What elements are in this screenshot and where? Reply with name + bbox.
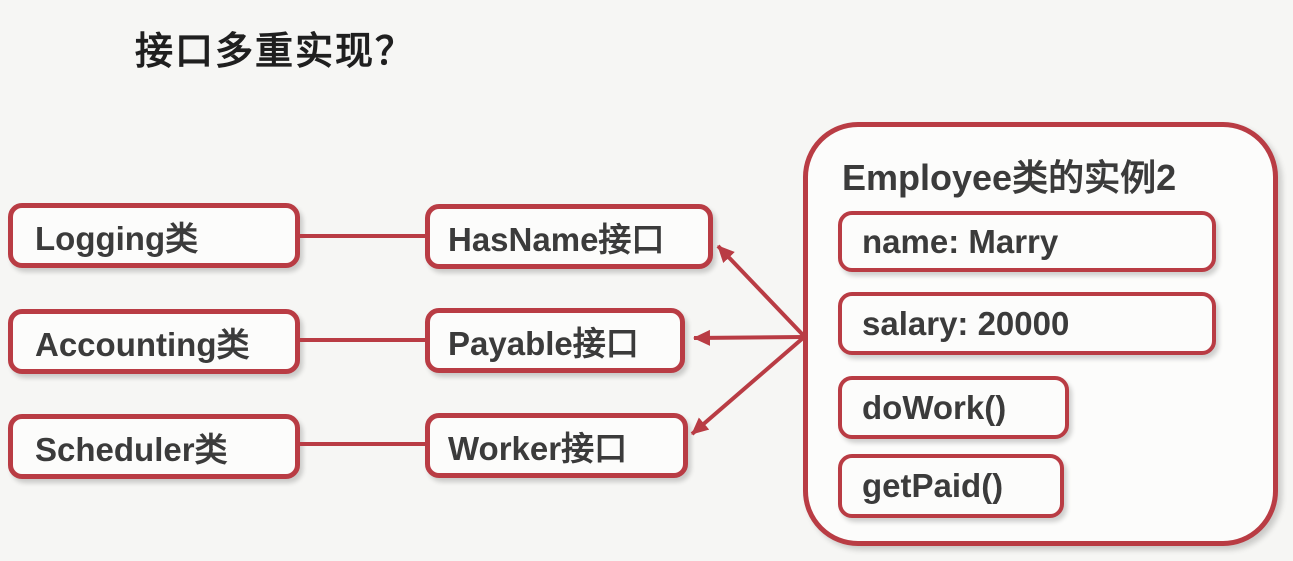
arrow-instance-hasname — [716, 244, 805, 337]
class-label: Scheduler类 — [35, 430, 228, 468]
arrow-instance-worker — [690, 336, 805, 436]
field-box-name: name: Marry — [838, 211, 1216, 272]
class-box-accounting: Accounting类 — [8, 309, 300, 374]
field-label: name: Marry — [862, 222, 1059, 260]
method-box-dowork: doWork() — [838, 376, 1069, 439]
interface-label: HasName接口 — [448, 220, 665, 258]
field-label: salary: 20000 — [862, 304, 1070, 342]
interface-box-payable: Payable接口 — [425, 308, 685, 373]
interface-label: Payable接口 — [448, 324, 639, 362]
interface-box-hasname: HasName接口 — [425, 204, 713, 269]
class-box-logging: Logging类 — [8, 203, 300, 268]
arrow-instance-payable — [693, 329, 804, 346]
class-box-scheduler: Scheduler类 — [8, 414, 300, 479]
field-box-salary: salary: 20000 — [838, 292, 1216, 355]
method-label: getPaid() — [862, 467, 1004, 504]
instance-title: Employee类的实例2 — [842, 157, 1177, 198]
employee-instance-box: Employee类的实例2 name: Marry salary: 20000 … — [803, 122, 1278, 546]
method-box-getpaid: getPaid() — [838, 454, 1064, 518]
class-label: Logging类 — [35, 219, 199, 257]
class-label: Accounting类 — [35, 325, 250, 363]
diagram-title: 接口多重实现？ — [135, 31, 416, 73]
interface-label: Worker接口 — [448, 429, 628, 467]
interface-box-worker: Worker接口 — [425, 413, 688, 478]
method-label: doWork() — [862, 388, 1007, 426]
